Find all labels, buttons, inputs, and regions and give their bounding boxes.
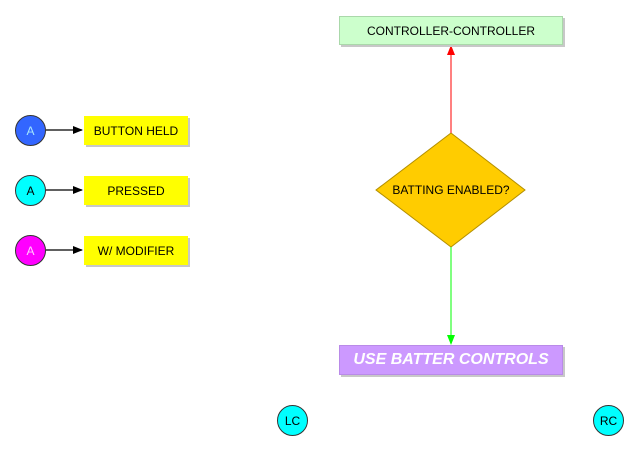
- arrow-to-top-head: [447, 45, 455, 55]
- legend-pressed-label: PRESSED: [84, 176, 188, 205]
- legend-pressed-button: A: [15, 175, 46, 206]
- controller-controller-box: CONTROLLER-CONTROLLER: [339, 16, 563, 45]
- legend-modifier-button: A: [15, 235, 46, 266]
- legend-modifier-label: W/ MODIFIER: [84, 236, 188, 265]
- legend-held-button: A: [15, 115, 46, 146]
- arrow-to-bottom-head: [447, 335, 455, 345]
- legend-held-label: BUTTON HELD: [84, 116, 188, 145]
- decision-label: BATTING ENABLED?: [392, 183, 510, 197]
- left-stick-node: LC: [277, 405, 308, 436]
- use-batter-controls-box: USE BATTER CONTROLS: [339, 345, 563, 375]
- right-stick-node: RC: [593, 405, 624, 436]
